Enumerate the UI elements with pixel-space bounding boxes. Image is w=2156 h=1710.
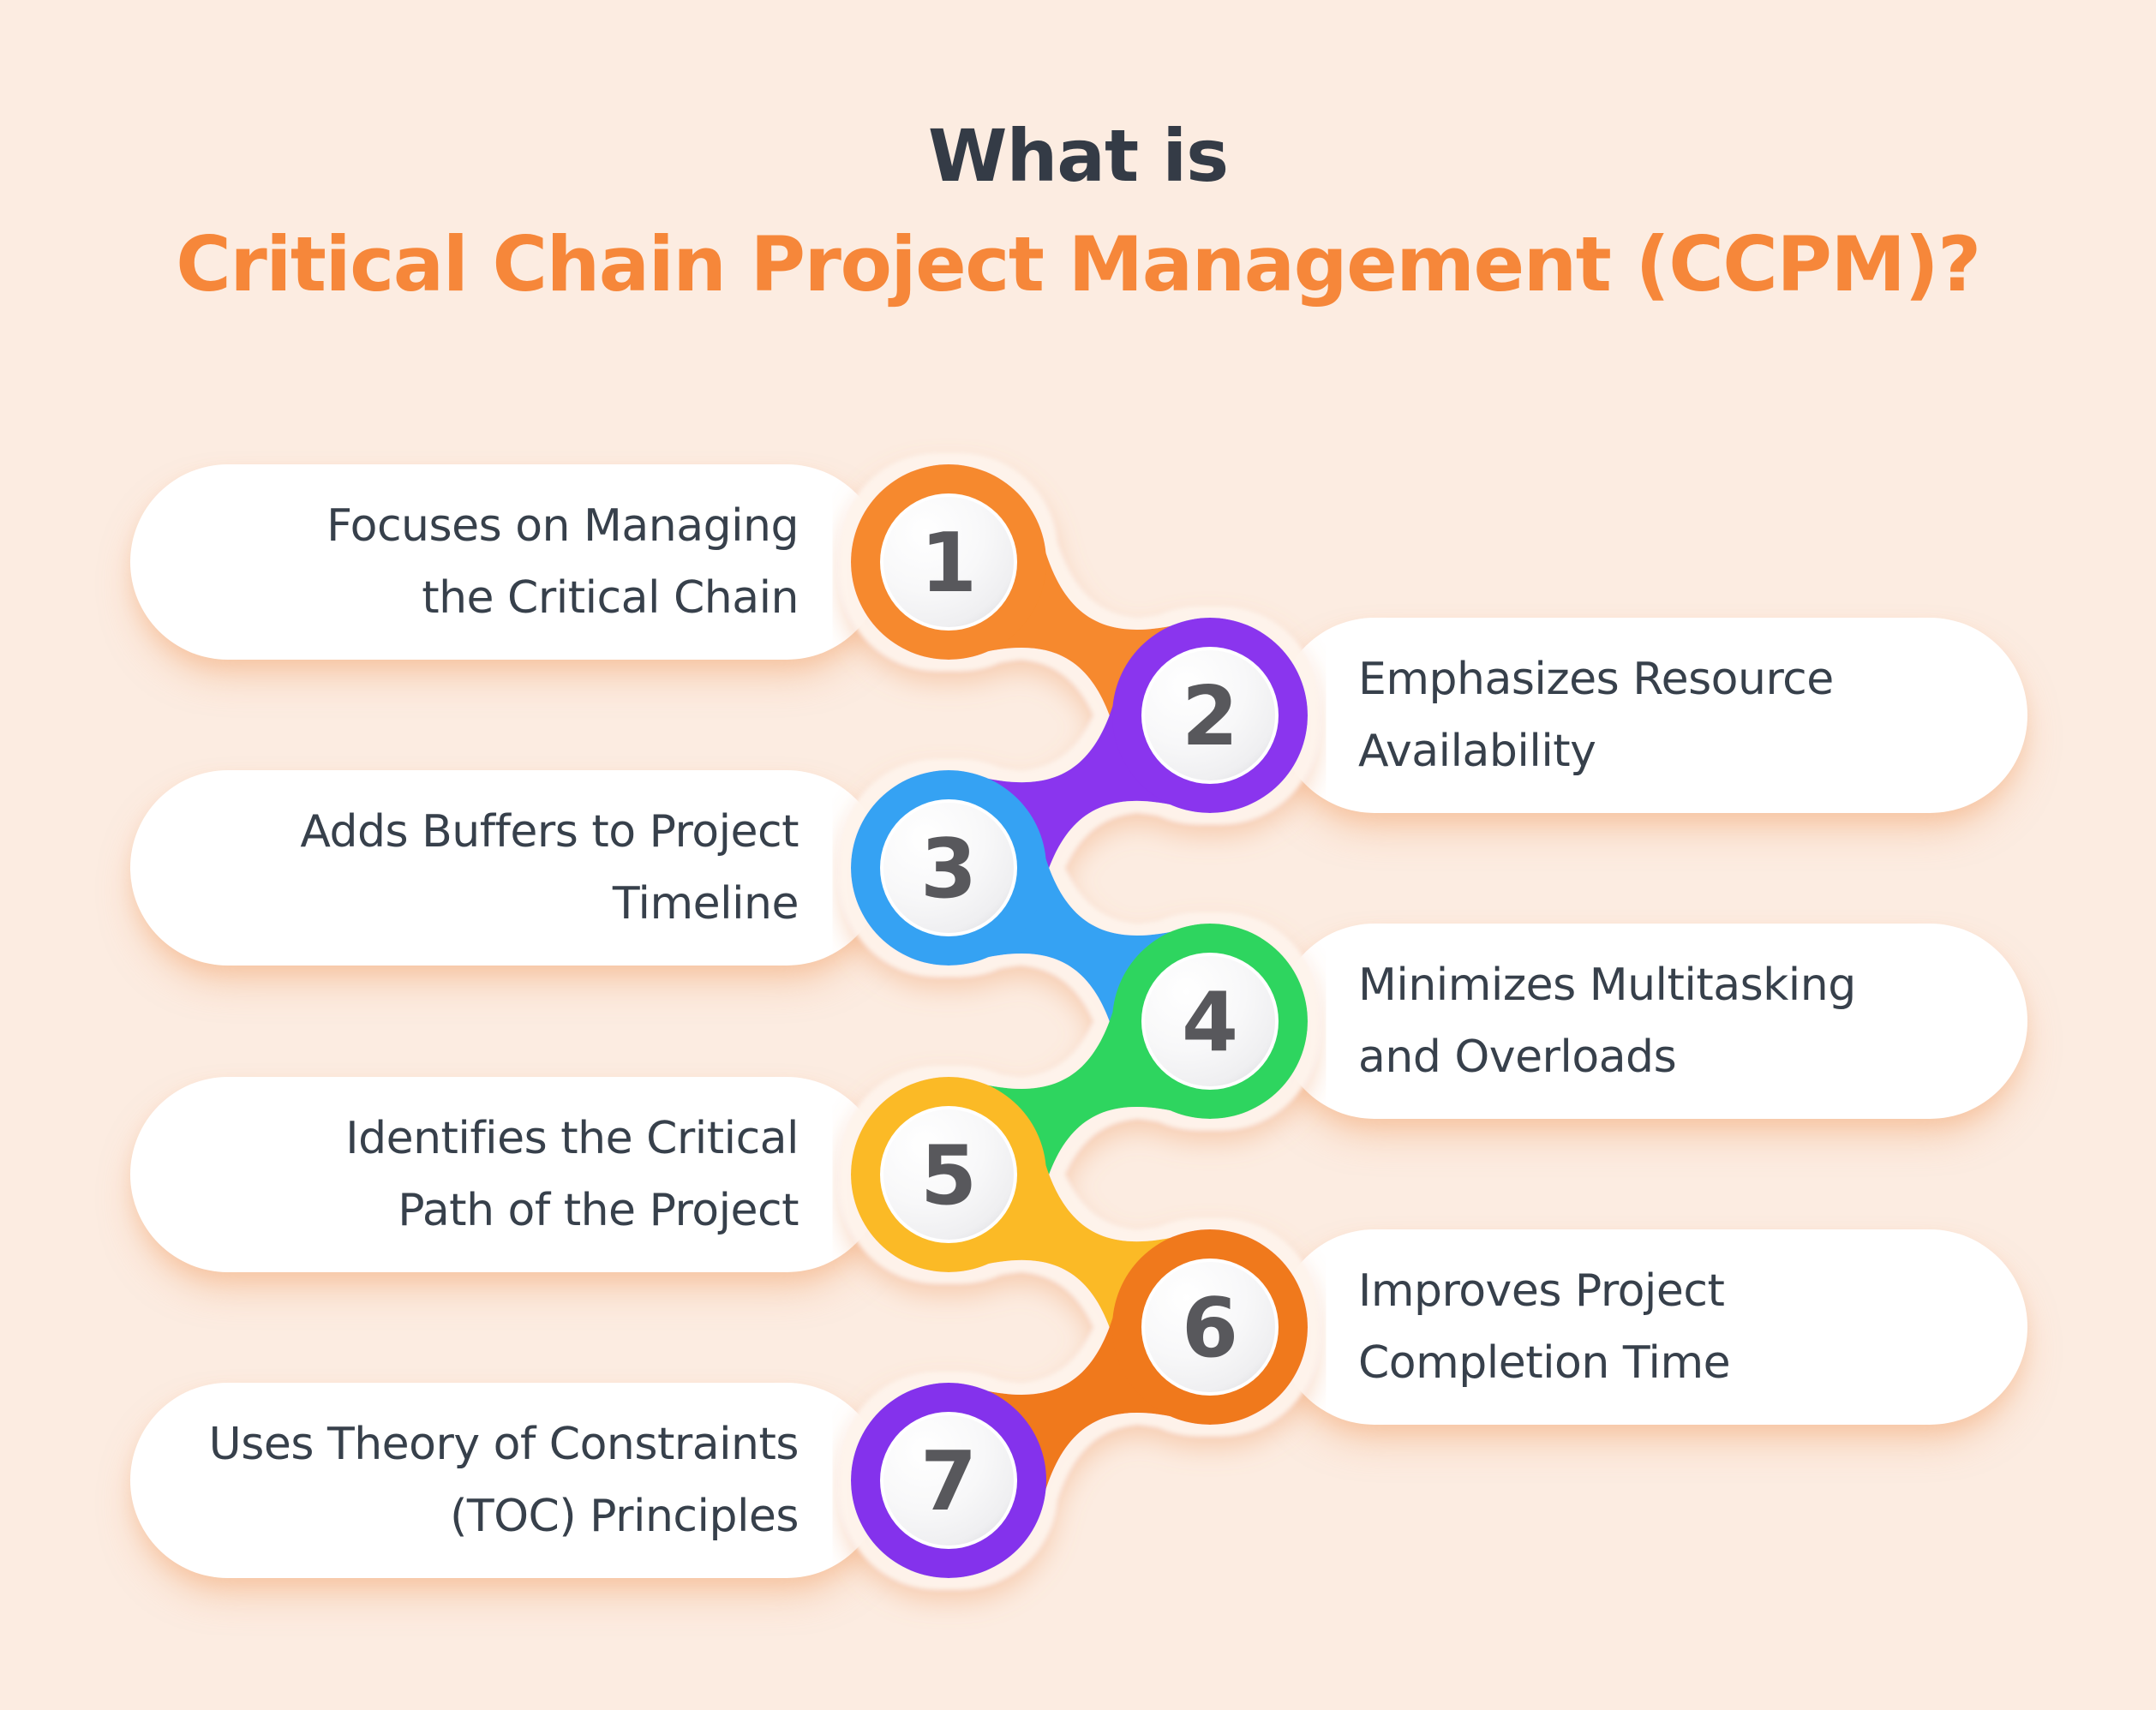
item-card-2: Emphasizes Resource Availability [1277, 618, 2027, 813]
inner-circle-3 [883, 803, 1014, 933]
title-line-1: What is [927, 114, 1229, 198]
number-4: 4 [1182, 976, 1238, 1070]
item-3-text-line-2: Timeline [612, 878, 800, 930]
item-card-5: Identifies the Critical Path of the Proj… [130, 1077, 884, 1272]
item-5-text-line-1: Identifies the Critical [345, 1113, 799, 1164]
item-5-text-line-2: Path of the Project [398, 1185, 799, 1236]
inner-circle-7 [883, 1415, 1014, 1546]
chain: 1 2 3 4 5 6 7 [851, 464, 1308, 1578]
item-6-text-line-1: Improves Project [1358, 1265, 1725, 1317]
item-card-1: Focuses on Managing the Critical Chain [130, 464, 884, 660]
item-card-6: Improves Project Completion Time [1277, 1229, 2027, 1425]
number-7: 7 [920, 1435, 977, 1529]
title-line-2: Critical Chain Project Management (CCPM)… [176, 220, 1981, 309]
item-1-text-line-2: the Critical Chain [422, 572, 799, 624]
item-card-4: Minimizes Multitasking and Overloads [1277, 924, 2027, 1119]
item-3-text-line-1: Adds Buffers to Project [300, 806, 799, 858]
inner-circle-4 [1145, 956, 1275, 1086]
item-4-text-line-1: Minimizes Multitasking [1358, 960, 1856, 1011]
item-card-7: Uses Theory of Constraints (TOC) Princip… [130, 1383, 884, 1578]
number-5: 5 [920, 1129, 977, 1223]
item-2-text-line-1: Emphasizes Resource [1358, 654, 1834, 705]
number-2: 2 [1182, 670, 1238, 764]
inner-circle-1 [883, 497, 1014, 627]
inner-circle-2 [1145, 650, 1275, 780]
item-2-text-line-2: Availability [1358, 726, 1596, 777]
item-card-3: Adds Buffers to Project Timeline [130, 770, 884, 966]
item-7-text-line-2: (TOC) Principles [450, 1491, 799, 1542]
page-title: What is Critical Chain Project Managemen… [0, 117, 2156, 308]
inner-circle-5 [883, 1109, 1014, 1240]
number-3: 3 [920, 822, 977, 917]
item-7-text-line-1: Uses Theory of Constraints [208, 1419, 800, 1470]
item-1-text-line-1: Focuses on Managing [326, 500, 799, 552]
number-1: 1 [920, 517, 977, 611]
inner-circle-6 [1145, 1262, 1275, 1392]
item-4-text-line-2: and Overloads [1358, 1031, 1677, 1083]
number-6: 6 [1182, 1282, 1238, 1376]
item-6-text-line-2: Completion Time [1358, 1337, 1731, 1389]
